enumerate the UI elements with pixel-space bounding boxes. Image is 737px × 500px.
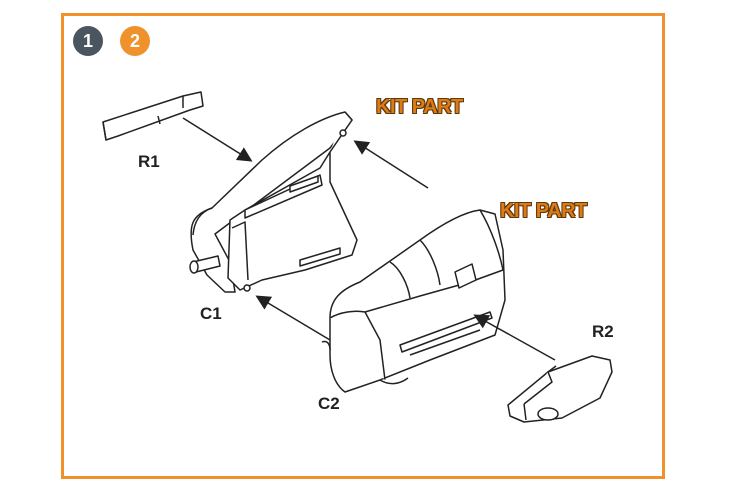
- part-label-c2: C2: [318, 394, 340, 413]
- kit-part-label-lower: KIT PART: [500, 200, 587, 222]
- part-label-r1: R1: [138, 152, 160, 171]
- part-c2-shape: [321, 209, 506, 393]
- step-2-badge: 2: [120, 26, 150, 56]
- part-label-r2: R2: [592, 322, 614, 341]
- kit-part-label-upper: KIT PART: [376, 96, 463, 118]
- part-r2-shape: [507, 355, 613, 423]
- arrow-c2-to-c1: [255, 295, 331, 341]
- arrow-r1-to-c1: [182, 117, 253, 162]
- diagram-frame: [61, 13, 665, 479]
- step-1-badge: 1: [73, 26, 103, 56]
- arrow-kit-to-c1: [353, 140, 429, 189]
- arrow-r2-to-c2: [473, 314, 556, 361]
- part-c1-shape: [189, 111, 358, 293]
- part-r1-shape: [102, 91, 204, 141]
- part-label-c1: C1: [200, 304, 222, 323]
